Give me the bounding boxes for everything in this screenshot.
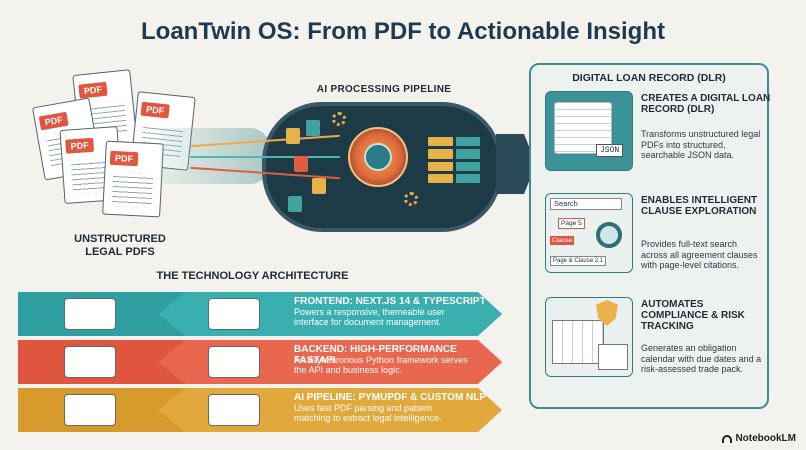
tech-row-desc: An asynchronous Python framework serves …: [294, 355, 468, 375]
clause-tag: Clause: [550, 236, 575, 245]
tech-row-frontend: FRONTEND: NEXT.JS 14 & TYPESCRIPT Powers…: [18, 292, 502, 336]
document-icon: [286, 128, 300, 144]
gear-icon: [404, 192, 418, 206]
search-clause-icon: Search Page 5 Clause Page & Clause 2.1: [545, 193, 633, 273]
magnifier-icon: [596, 222, 622, 248]
pdf-document-icon: PDF: [102, 140, 164, 218]
shield-icon: [596, 300, 618, 326]
tech-row-desc: Powers a responsive, themeable user inte…: [294, 307, 445, 327]
calendar-grid: [552, 320, 604, 364]
tech-row-title: BACKEND: HIGH-PERFORMANCE FASTAPI: [294, 344, 457, 366]
json-document-icon: JSON: [545, 91, 633, 171]
dlr-item-desc: Provides full-text search across all agr…: [641, 239, 758, 270]
dlr-item-desc: Generates an obligation calendar with du…: [641, 343, 762, 374]
notebooklm-logo-icon: [722, 434, 733, 443]
json-tag: JSON: [596, 144, 624, 157]
browser-code-icon: [64, 298, 116, 330]
brain-icon: [348, 127, 408, 187]
dlr-panel: DIGITAL LOAN RECORD (DLR) JSON CREATES A…: [529, 63, 771, 409]
document-icon: [306, 120, 320, 136]
laptop-icon: [64, 346, 116, 378]
pipeline-label: AI PROCESSING PIPELINE: [316, 84, 452, 95]
architecture-heading: THE TECHNOLOGY ARCHITECTURE: [156, 270, 349, 282]
tech-row-title: AI PIPELINE: PYMUPDF & CUSTOM NLP: [294, 392, 487, 403]
search-box: Search: [550, 198, 622, 210]
server-rocket-icon: [208, 346, 260, 378]
dlr-item-desc: Transforms unstructured legal PDFs into …: [641, 129, 761, 160]
document-icon: [294, 156, 308, 172]
data-stream: [190, 156, 340, 158]
tech-row-ai-pipeline: AI PIPELINE: PYMUPDF & CUSTOM NLP Uses f…: [18, 388, 502, 432]
tech-row-title: FRONTEND: NEXT.JS 14 & TYPESCRIPT: [294, 296, 486, 307]
code-window-icon: [208, 298, 260, 330]
document-icon: [312, 178, 326, 194]
gear-icon: [332, 112, 346, 126]
chart-icon: [598, 344, 628, 370]
brain-circuit-icon: [64, 394, 116, 426]
brain-document-icon: [208, 394, 260, 426]
page-title: LoanTwin OS: From PDF to Actionable Insi…: [141, 18, 665, 45]
structured-data-icon: [428, 137, 480, 183]
badge-label: NotebookLM: [735, 433, 796, 444]
calendar-icon: [545, 297, 633, 377]
citation-tag: Page & Clause 2.1: [550, 256, 607, 266]
tech-row-backend: BACKEND: HIGH-PERFORMANCE FASTAPI An asy…: [18, 340, 502, 384]
source-label: UNSTRUCTURED LEGAL PDFs: [74, 233, 166, 258]
tech-row-desc: Uses fast PDF parsing and pattern matchi…: [294, 403, 442, 423]
dlr-item-title: AUTOMATES COMPLIANCE & RISK TRACKING: [641, 299, 745, 332]
dlr-item-title: ENABLES INTELLIGENT CLAUSE EXPLORATION: [641, 195, 758, 217]
document-icon: [288, 196, 302, 212]
notebooklm-badge: NotebookLM: [722, 433, 796, 444]
dlr-heading: DIGITAL LOAN RECORD (DLR): [572, 72, 726, 84]
page-tag: Page 5: [558, 218, 585, 229]
dlr-item-title: CREATES A DIGITAL LOAN RECORD (DLR): [641, 93, 771, 115]
